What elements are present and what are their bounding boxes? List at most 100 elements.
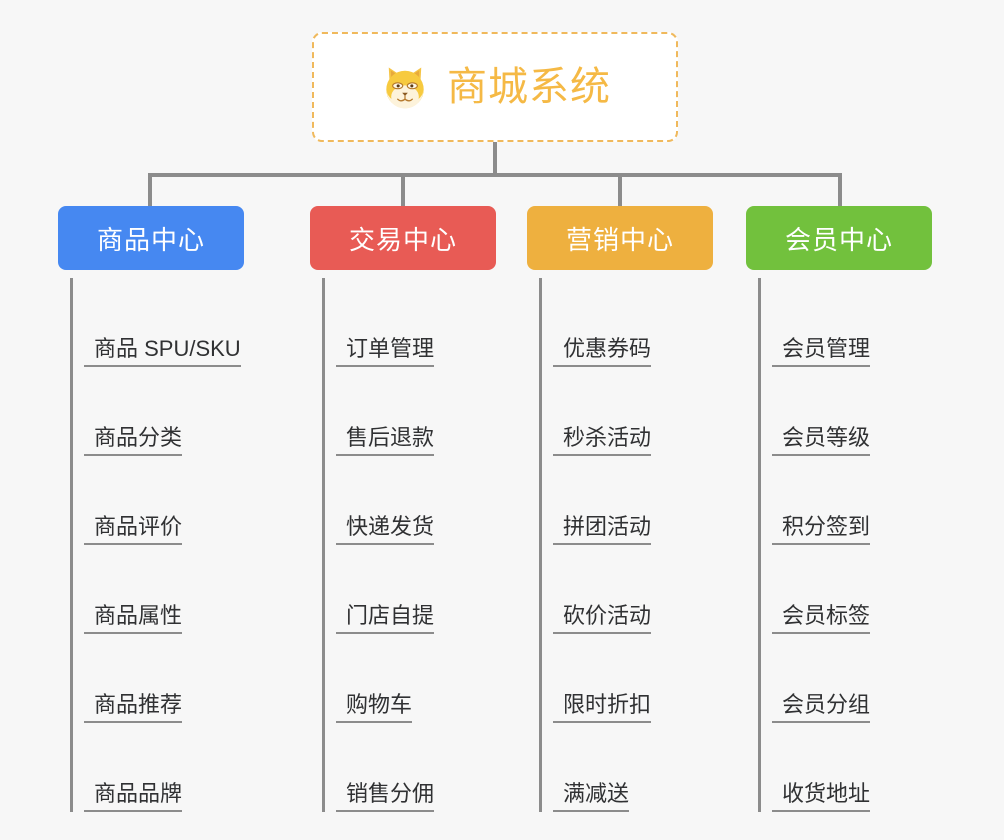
root-title: 商城系统 <box>447 65 611 109</box>
leaf-item[interactable]: 满减送 <box>541 723 713 812</box>
leaf-item-label: 优惠券码 <box>563 335 652 361</box>
leaf-item[interactable]: 会员标签 <box>760 545 932 634</box>
root-node[interactable]: 商城系统 <box>312 32 678 142</box>
leaf-underline <box>336 721 412 723</box>
category-column-member: 会员中心 会员管理 会员等级 积分签到 会员标签 会员分组 <box>746 206 932 812</box>
leaf-item-label: 会员标签 <box>782 602 871 628</box>
leaf-trunk <box>539 278 542 812</box>
leaf-item-label: 拼团活动 <box>563 513 652 539</box>
shiba-dog-face-icon <box>379 61 431 113</box>
leaf-underline <box>772 543 870 545</box>
leaf-item-label: 会员等级 <box>782 424 871 450</box>
leaf-underline <box>336 810 434 812</box>
leaf-item[interactable]: 购物车 <box>324 634 496 723</box>
leaf-item-label: 商品评价 <box>94 513 183 539</box>
leaf-item-label: 购物车 <box>346 691 413 717</box>
leaf-item-label: 商品推荐 <box>94 691 183 717</box>
leaf-item-label: 商品品牌 <box>94 780 183 806</box>
leaf-item[interactable]: 快递发货 <box>324 456 496 545</box>
leaf-underline <box>336 454 434 456</box>
leaf-item[interactable]: 门店自提 <box>324 545 496 634</box>
leaf-item[interactable]: 会员等级 <box>760 367 932 456</box>
leaf-item-label: 限时折扣 <box>563 691 652 717</box>
leaf-trunk <box>758 278 761 812</box>
leaf-item[interactable]: 商品属性 <box>72 545 244 634</box>
leaf-item-label: 会员管理 <box>782 335 871 361</box>
leaf-item-label: 售后退款 <box>346 424 435 450</box>
leaf-item-label: 门店自提 <box>346 602 435 628</box>
leaf-underline <box>84 810 182 812</box>
leaf-item[interactable]: 限时折扣 <box>541 634 713 723</box>
leaf-item[interactable]: 商品评价 <box>72 456 244 545</box>
leaf-item-label: 商品属性 <box>94 602 183 628</box>
connector-horizontal-bar <box>148 173 842 177</box>
category-column-product: 商品中心 商品 SPU/SKU 商品分类 商品评价 商品属性 商品推荐 <box>58 206 244 812</box>
leaf-item[interactable]: 商品 SPU/SKU <box>72 278 244 367</box>
category-column-trade: 交易中心 订单管理 售后退款 快递发货 门店自提 购物车 <box>310 206 496 812</box>
category-header-label: 商品中心 <box>96 224 205 255</box>
leaf-item[interactable]: 商品分类 <box>72 367 244 456</box>
leaf-item-label: 砍价活动 <box>563 602 652 628</box>
leaf-underline <box>84 721 182 723</box>
leaf-list-trade: 订单管理 售后退款 快递发货 门店自提 购物车 销售分佣 <box>310 278 496 812</box>
leaf-item-label: 订单管理 <box>346 335 435 361</box>
leaf-trunk <box>70 278 73 812</box>
leaf-item-label: 积分签到 <box>782 513 871 539</box>
leaf-underline <box>553 721 651 723</box>
leaf-item[interactable]: 售后退款 <box>324 367 496 456</box>
leaf-item[interactable]: 订单管理 <box>324 278 496 367</box>
leaf-item[interactable]: 销售分佣 <box>324 723 496 812</box>
leaf-item-label: 商品分类 <box>94 424 183 450</box>
leaf-item-label: 商品 SPU/SKU <box>94 335 241 361</box>
leaf-underline <box>336 365 434 367</box>
leaf-underline <box>336 543 434 545</box>
leaf-item[interactable]: 优惠券码 <box>541 278 713 367</box>
connector-drop-3 <box>618 173 622 209</box>
leaf-item[interactable]: 砍价活动 <box>541 545 713 634</box>
leaf-item-label: 销售分佣 <box>346 780 435 806</box>
leaf-underline <box>772 721 870 723</box>
leaf-item-label: 秒杀活动 <box>563 424 652 450</box>
leaf-underline <box>772 810 870 812</box>
connector-drop-2 <box>401 173 405 209</box>
leaf-item[interactable]: 秒杀活动 <box>541 367 713 456</box>
leaf-item[interactable]: 拼团活动 <box>541 456 713 545</box>
category-header-label: 会员中心 <box>784 224 893 255</box>
leaf-item[interactable]: 商品推荐 <box>72 634 244 723</box>
leaf-underline <box>84 454 182 456</box>
leaf-item-label: 收货地址 <box>782 780 871 806</box>
leaf-underline <box>772 454 870 456</box>
leaf-item-label: 会员分组 <box>782 691 871 717</box>
leaf-item[interactable]: 商品品牌 <box>72 723 244 812</box>
leaf-underline <box>84 632 182 634</box>
category-header-product[interactable]: 商品中心 <box>58 206 244 270</box>
leaf-list-product: 商品 SPU/SKU 商品分类 商品评价 商品属性 商品推荐 商品品牌 <box>58 278 244 812</box>
connector-drop-1 <box>148 173 152 209</box>
leaf-underline <box>84 365 241 367</box>
category-header-member[interactable]: 会员中心 <box>746 206 932 270</box>
leaf-underline <box>84 543 182 545</box>
leaf-underline <box>553 543 651 545</box>
connector-drop-4 <box>838 173 842 209</box>
leaf-underline <box>772 365 870 367</box>
leaf-item[interactable]: 会员管理 <box>760 278 932 367</box>
leaf-list-member: 会员管理 会员等级 积分签到 会员标签 会员分组 收货地址 <box>746 278 932 812</box>
leaf-item-label: 满减送 <box>563 780 630 806</box>
leaf-trunk <box>322 278 325 812</box>
leaf-underline <box>336 632 434 634</box>
category-header-label: 交易中心 <box>348 224 457 255</box>
category-header-label: 营销中心 <box>565 224 674 255</box>
leaf-item[interactable]: 积分签到 <box>760 456 932 545</box>
leaf-underline <box>553 632 651 634</box>
category-header-trade[interactable]: 交易中心 <box>310 206 496 270</box>
leaf-item-label: 快递发货 <box>346 513 435 539</box>
leaf-item[interactable]: 会员分组 <box>760 634 932 723</box>
leaf-underline <box>553 454 651 456</box>
leaf-item[interactable]: 收货地址 <box>760 723 932 812</box>
category-header-marketing[interactable]: 营销中心 <box>527 206 713 270</box>
leaf-list-marketing: 优惠券码 秒杀活动 拼团活动 砍价活动 限时折扣 满减送 <box>527 278 713 812</box>
leaf-underline <box>553 810 629 812</box>
category-column-marketing: 营销中心 优惠券码 秒杀活动 拼团活动 砍价活动 限时折扣 <box>527 206 713 812</box>
leaf-underline <box>772 632 870 634</box>
